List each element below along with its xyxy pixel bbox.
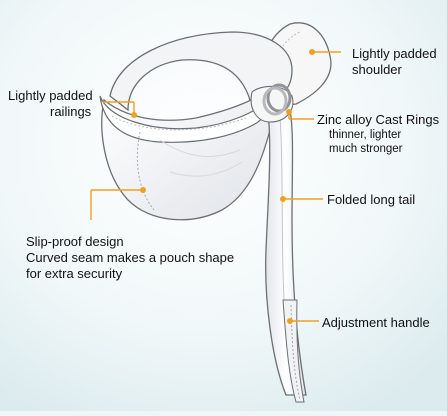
leader-dot-shoulder [309,49,316,56]
leader-dot-slip [139,186,146,193]
leader-dot-handle [287,318,294,325]
label-rings-sub2: much stronger [329,143,403,155]
leader-dot-railings [130,111,137,118]
label-railings-line1: Lightly padded [8,88,93,103]
label-slip-line1: Slip-proof design [26,234,124,249]
label-tail: Folded long tail [327,192,416,207]
label-rings-bold: Cast Rings [375,112,440,127]
cast-ring-front [262,86,288,116]
label-rings-prefix: Zinc alloy [317,112,376,127]
label-slip-line2: Curved seam makes a pouch shape [26,250,235,265]
label-shoulder-line2: shoulder [352,62,402,77]
label-handle: Adjustment handle [322,315,430,330]
label-slip-line3: for extra security [26,266,123,281]
leader-lines [90,49,341,325]
label-railings-line2: railings [50,104,92,119]
label-shoulder-line1: Lightly padded [352,46,437,61]
label-rings: Zinc alloy Cast Rings [317,112,439,127]
leader-dot-rings [286,108,293,115]
leader-dot-tail [280,195,287,202]
cast-ring-back [266,83,292,113]
label-rings-sub1: thinner, lighter [329,129,402,141]
curved-seam [136,131,155,211]
